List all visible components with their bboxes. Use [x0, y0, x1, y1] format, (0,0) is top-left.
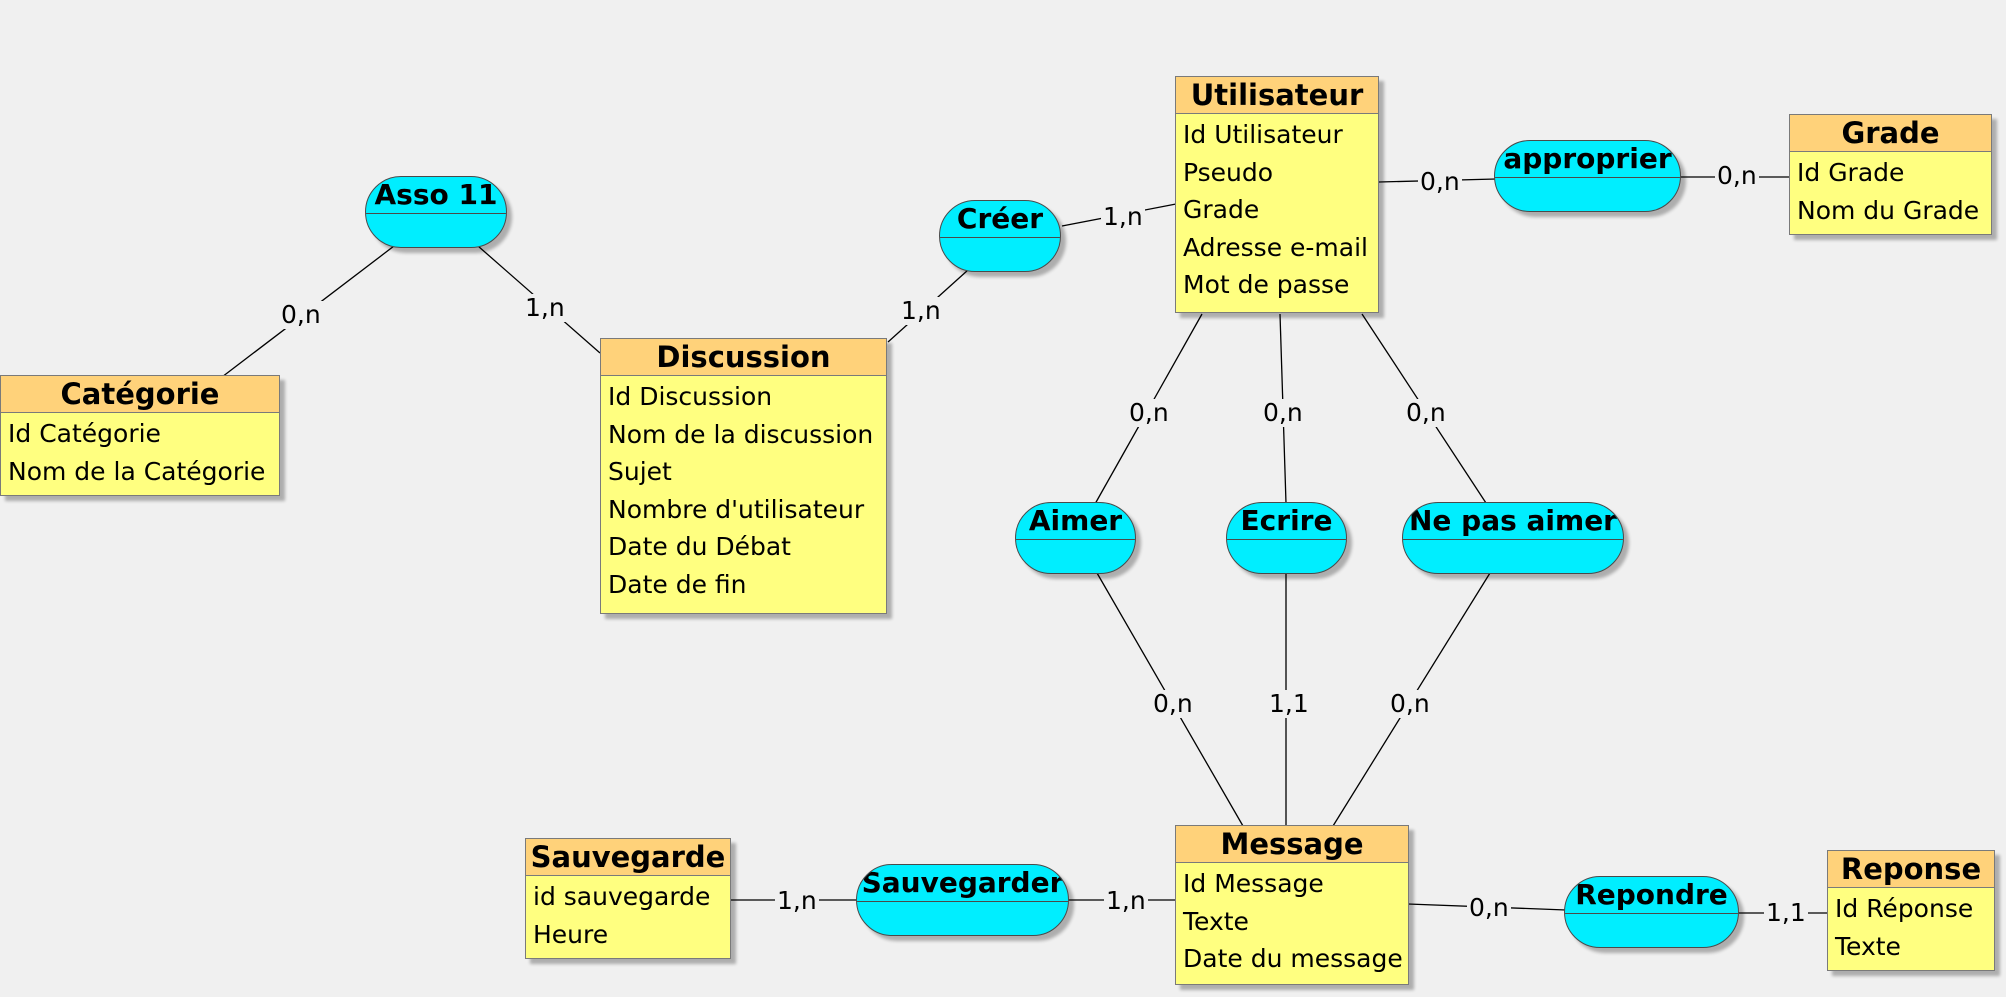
card-message-repondre: 0,n [1467, 893, 1511, 922]
association-creer[interactable]: Créer [939, 200, 1061, 272]
entity-sauvegarde[interactable]: Sauvegarde id sauvegarde Heure [525, 838, 731, 959]
card-nepasaimer-message: 0,n [1388, 689, 1432, 718]
entity-grade-title: Grade [1790, 115, 1991, 152]
attribute-sujet: Sujet [608, 457, 672, 486]
card-discussion-creer: 1,n [899, 296, 943, 325]
attribute-id-message: Id Message [1183, 869, 1324, 898]
entity-reponse[interactable]: Reponse Id Réponse Texte [1827, 850, 1995, 971]
card-creer-utilisateur: 1,n [1101, 202, 1145, 231]
attribute-id-categorie: Id Catégorie [8, 419, 161, 448]
entity-message-title: Message [1176, 826, 1408, 863]
attribute-nom-categorie: Nom de la Catégorie [8, 456, 266, 486]
entity-sauvegarde-title: Sauvegarde [526, 839, 730, 876]
attribute-texte-reponse: Texte [1835, 931, 1901, 961]
association-nepasaimer[interactable]: Ne pas aimer [1402, 502, 1624, 574]
card-approprier-grade: 0,n [1715, 161, 1759, 190]
attribute-id-reponse: Id Réponse [1835, 894, 1974, 923]
attribute-id-utilisateur: Id Utilisateur [1183, 120, 1343, 149]
attribute-nom-du-grade: Nom du Grade [1797, 195, 1980, 225]
association-repondre[interactable]: Repondre [1564, 876, 1739, 948]
association-aimer-label: Aimer [1016, 503, 1135, 540]
association-nepasaimer-label: Ne pas aimer [1403, 503, 1623, 540]
card-sauvegarde-sauvegarder: 1,n [775, 886, 819, 915]
entity-categorie-title: Catégorie [1, 376, 279, 413]
association-repondre-label: Repondre [1565, 877, 1738, 914]
entity-discussion-title: Discussion [601, 339, 886, 376]
card-repondre-reponse: 1,1 [1764, 898, 1808, 927]
entity-categorie[interactable]: Catégorie Id Catégorie Nom de la Catégor… [0, 375, 280, 496]
entity-grade[interactable]: Grade Id Grade Nom du Grade [1789, 114, 1992, 235]
attribute-id-grade: Id Grade [1797, 158, 1905, 187]
card-utilisateur-aimer: 0,n [1127, 398, 1171, 427]
association-approprier[interactable]: approprier [1494, 140, 1681, 212]
attribute-date-message: Date du message [1183, 944, 1403, 973]
attribute-nombre-utilisateur: Nombre d'utilisateur [608, 494, 865, 524]
attribute-heure: Heure [533, 919, 609, 949]
card-sauvegarder-message: 1,n [1104, 886, 1148, 915]
association-asso11-label: Asso 11 [366, 177, 506, 214]
association-ecrire-label: Ecrire [1227, 503, 1346, 540]
association-creer-label: Créer [940, 201, 1060, 238]
association-asso11[interactable]: Asso 11 [365, 176, 507, 248]
entity-reponse-title: Reponse [1828, 851, 1994, 888]
association-sauvegarder[interactable]: Sauvegarder [856, 864, 1069, 936]
association-ecrire[interactable]: Ecrire [1226, 502, 1347, 574]
attribute-adresse-email: Adresse e-mail [1183, 232, 1368, 262]
association-approprier-label: approprier [1495, 141, 1680, 178]
card-asso11-discussion: 1,n [523, 293, 567, 322]
attribute-texte: Texte [1183, 906, 1249, 936]
card-aimer-message: 0,n [1151, 689, 1195, 718]
card-utilisateur-ecrire: 0,n [1261, 398, 1305, 427]
entity-message[interactable]: Message Id Message Texte Date du message [1175, 825, 1409, 985]
card-utilisateur-nepasaimer: 0,n [1404, 398, 1448, 427]
entity-utilisateur-title: Utilisateur [1176, 77, 1378, 114]
entity-utilisateur[interactable]: Utilisateur Id Utilisateur Pseudo Grade … [1175, 76, 1379, 313]
association-sauvegarder-label: Sauvegarder [857, 865, 1068, 902]
attribute-nom-discussion: Nom de la discussion [608, 419, 874, 449]
attribute-date-debat: Date du Débat [608, 532, 791, 561]
attribute-grade: Grade [1183, 195, 1260, 224]
attribute-id-sauvegarde: id sauvegarde [533, 882, 711, 911]
association-aimer[interactable]: Aimer [1015, 502, 1136, 574]
attribute-mot-de-passe: Mot de passe [1183, 270, 1350, 299]
card-ecrire-message: 1,1 [1267, 689, 1311, 718]
card-utilisateur-approprier: 0,n [1418, 167, 1462, 196]
attribute-pseudo: Pseudo [1183, 157, 1274, 187]
entity-discussion[interactable]: Discussion Id Discussion Nom de la discu… [600, 338, 887, 614]
attribute-id-discussion: Id Discussion [608, 382, 773, 411]
card-categorie-asso11: 0,n [279, 300, 323, 329]
attribute-date-fin: Date de fin [608, 569, 747, 599]
